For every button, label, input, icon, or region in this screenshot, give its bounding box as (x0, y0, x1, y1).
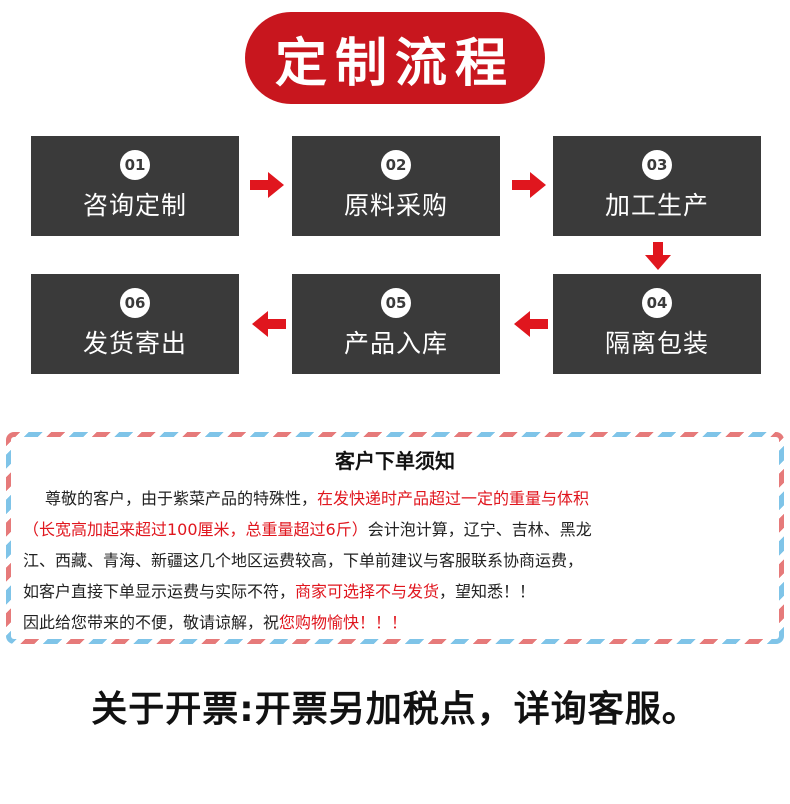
notice-line-5: 因此给您带来的不便，敬请谅解，祝您购物愉快！！！ (23, 607, 761, 638)
step-5-label: 产品入库 (343, 329, 448, 358)
step-2-box: 02 原料采购 (292, 136, 500, 236)
notice-body: 尊敬的客户，由于紫菜产品的特殊性，在发快递时产品超过一定的重量与体积 （长宽高加… (23, 483, 761, 638)
step-1-box: 01 咨询定制 (31, 136, 239, 236)
step-3-box: 03 加工生产 (553, 136, 761, 236)
notice-text: 江、西藏、青海、新疆这几个地区运费较高，下单前建议与客服联系协商运费， (23, 551, 584, 570)
step-2-number: 02 (381, 150, 411, 180)
step-5-box: 05 产品入库 (292, 274, 500, 374)
notice-text: ，望知悉！！ (439, 582, 536, 601)
notice-highlight: 在发快递时产品超过一定的重量与体积 (317, 489, 590, 508)
notice-title: 客户下单须知 (335, 449, 455, 473)
step-5-number: 05 (381, 288, 411, 318)
step-3-label: 加工生产 (604, 191, 709, 220)
notice-text: 尊敬的客户，由于紫菜产品的特殊性， (45, 489, 318, 508)
notice-text: 因此给您带来的不便，敬请谅解，祝 (23, 613, 280, 632)
arrow-left-icon (514, 311, 548, 337)
notice-line-3: 江、西藏、青海、新疆这几个地区运费较高，下单前建议与客服联系协商运费， (23, 545, 761, 576)
notice-line-1: 尊敬的客户，由于紫菜产品的特殊性，在发快递时产品超过一定的重量与体积 (45, 483, 761, 514)
step-4-number: 04 (642, 288, 672, 318)
step-6-label: 发货寄出 (82, 329, 187, 358)
step-6-box: 06 发货寄出 (31, 274, 239, 374)
step-4-box: 04 隔离包装 (553, 274, 761, 374)
step-4-label: 隔离包装 (604, 329, 709, 358)
step-6-number: 06 (120, 288, 150, 318)
arrow-right-icon (512, 172, 546, 198)
step-1-label: 咨询定制 (82, 191, 187, 220)
invoice-note: 关于开票:开票另加税点，详询客服。 (91, 689, 699, 730)
notice-line-2: （长宽高加起来超过100厘米，总重量超过6斤）会计泡计算，辽宁、吉林、黑龙 (23, 514, 761, 545)
notice-highlight: 您购物愉快！！！ (279, 613, 408, 632)
order-notice-box: 客户下单须知 尊敬的客户，由于紫菜产品的特殊性，在发快递时产品超过一定的重量与体… (6, 432, 784, 644)
notice-highlight: 商家可选择不与发货 (295, 582, 440, 601)
title-banner: 定制流程 (245, 12, 545, 104)
arrow-down-icon (645, 242, 671, 270)
page-title: 定制流程 (274, 33, 515, 94)
notice-highlight: （长宽高加起来超过100厘米，总重量超过6斤） (23, 520, 368, 539)
step-1-number: 01 (120, 150, 150, 180)
arrow-right-icon (250, 172, 284, 198)
notice-text: 如客户直接下单显示运费与实际不符， (23, 582, 296, 601)
notice-line-4: 如客户直接下单显示运费与实际不符，商家可选择不与发货，望知悉！！ (23, 576, 761, 607)
step-2-label: 原料采购 (343, 191, 448, 220)
arrow-left-icon (252, 311, 286, 337)
step-3-number: 03 (642, 150, 672, 180)
notice-text: 会计泡计算，辽宁、吉林、黑龙 (367, 520, 592, 539)
